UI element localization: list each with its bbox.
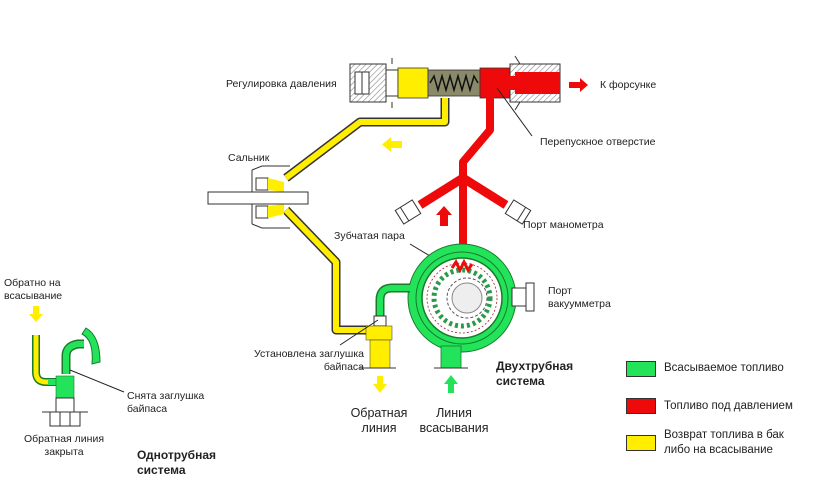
pressure-line [394,96,532,268]
legend-label-suction: Всасываемое топливо [664,362,784,374]
bypass-removed-label: Снята заглушка байпаса [127,390,205,415]
bypass-hole-leader [496,87,533,137]
pressure-flow-arrow [436,206,452,226]
suction-up-arrow [444,375,458,393]
one-pipe-title: Однотрубная система [137,448,216,477]
bypass-plug-leader [339,319,379,346]
return-line-label: Обратная линия [350,406,408,435]
pressure-regulator [349,55,561,111]
legend-swatch-return [626,435,656,451]
arrow-to-nozzle [569,78,588,92]
legend-swatch-pressure [626,398,656,414]
return-closed-label: Обратная линия закрыта [23,433,105,458]
gear-set-label: Зубчатая пара [334,230,405,242]
two-pipe-title: Двухтрубная система [496,359,574,388]
return-down-arrow [373,376,387,393]
back-to-suction-label: Обратно на всасывание [4,277,63,302]
shaft-seal [207,165,309,229]
legend-swatch-suction [626,361,656,377]
return-flow-arrow [382,137,402,152]
pressure-regulation-label: Регулировка давления [226,78,337,90]
to-nozzle-label: К форсунке [600,79,657,91]
return-line-outlet [360,315,396,369]
vacuum-port-label: Порт вакуумметра [548,285,611,310]
suction-line-label: Линия всасывания [419,406,489,435]
legend-label-return: Возврат топлива в бак либо на всасывание [664,429,784,456]
seal-label: Сальник [228,152,270,164]
return-pipe [282,98,450,335]
bypass-removed-leader [69,369,125,393]
one-pipe-fitting [29,306,101,427]
legend-label-pressure: Топливо под давлением [664,400,793,412]
bypass-hole-label: Перепускное отверстие [540,136,656,148]
bypass-plug-installed-label: Установлена заглушка байпаса [254,348,364,373]
gear-pump [375,243,535,369]
gauge-port-label: Порт манометра [523,219,604,231]
